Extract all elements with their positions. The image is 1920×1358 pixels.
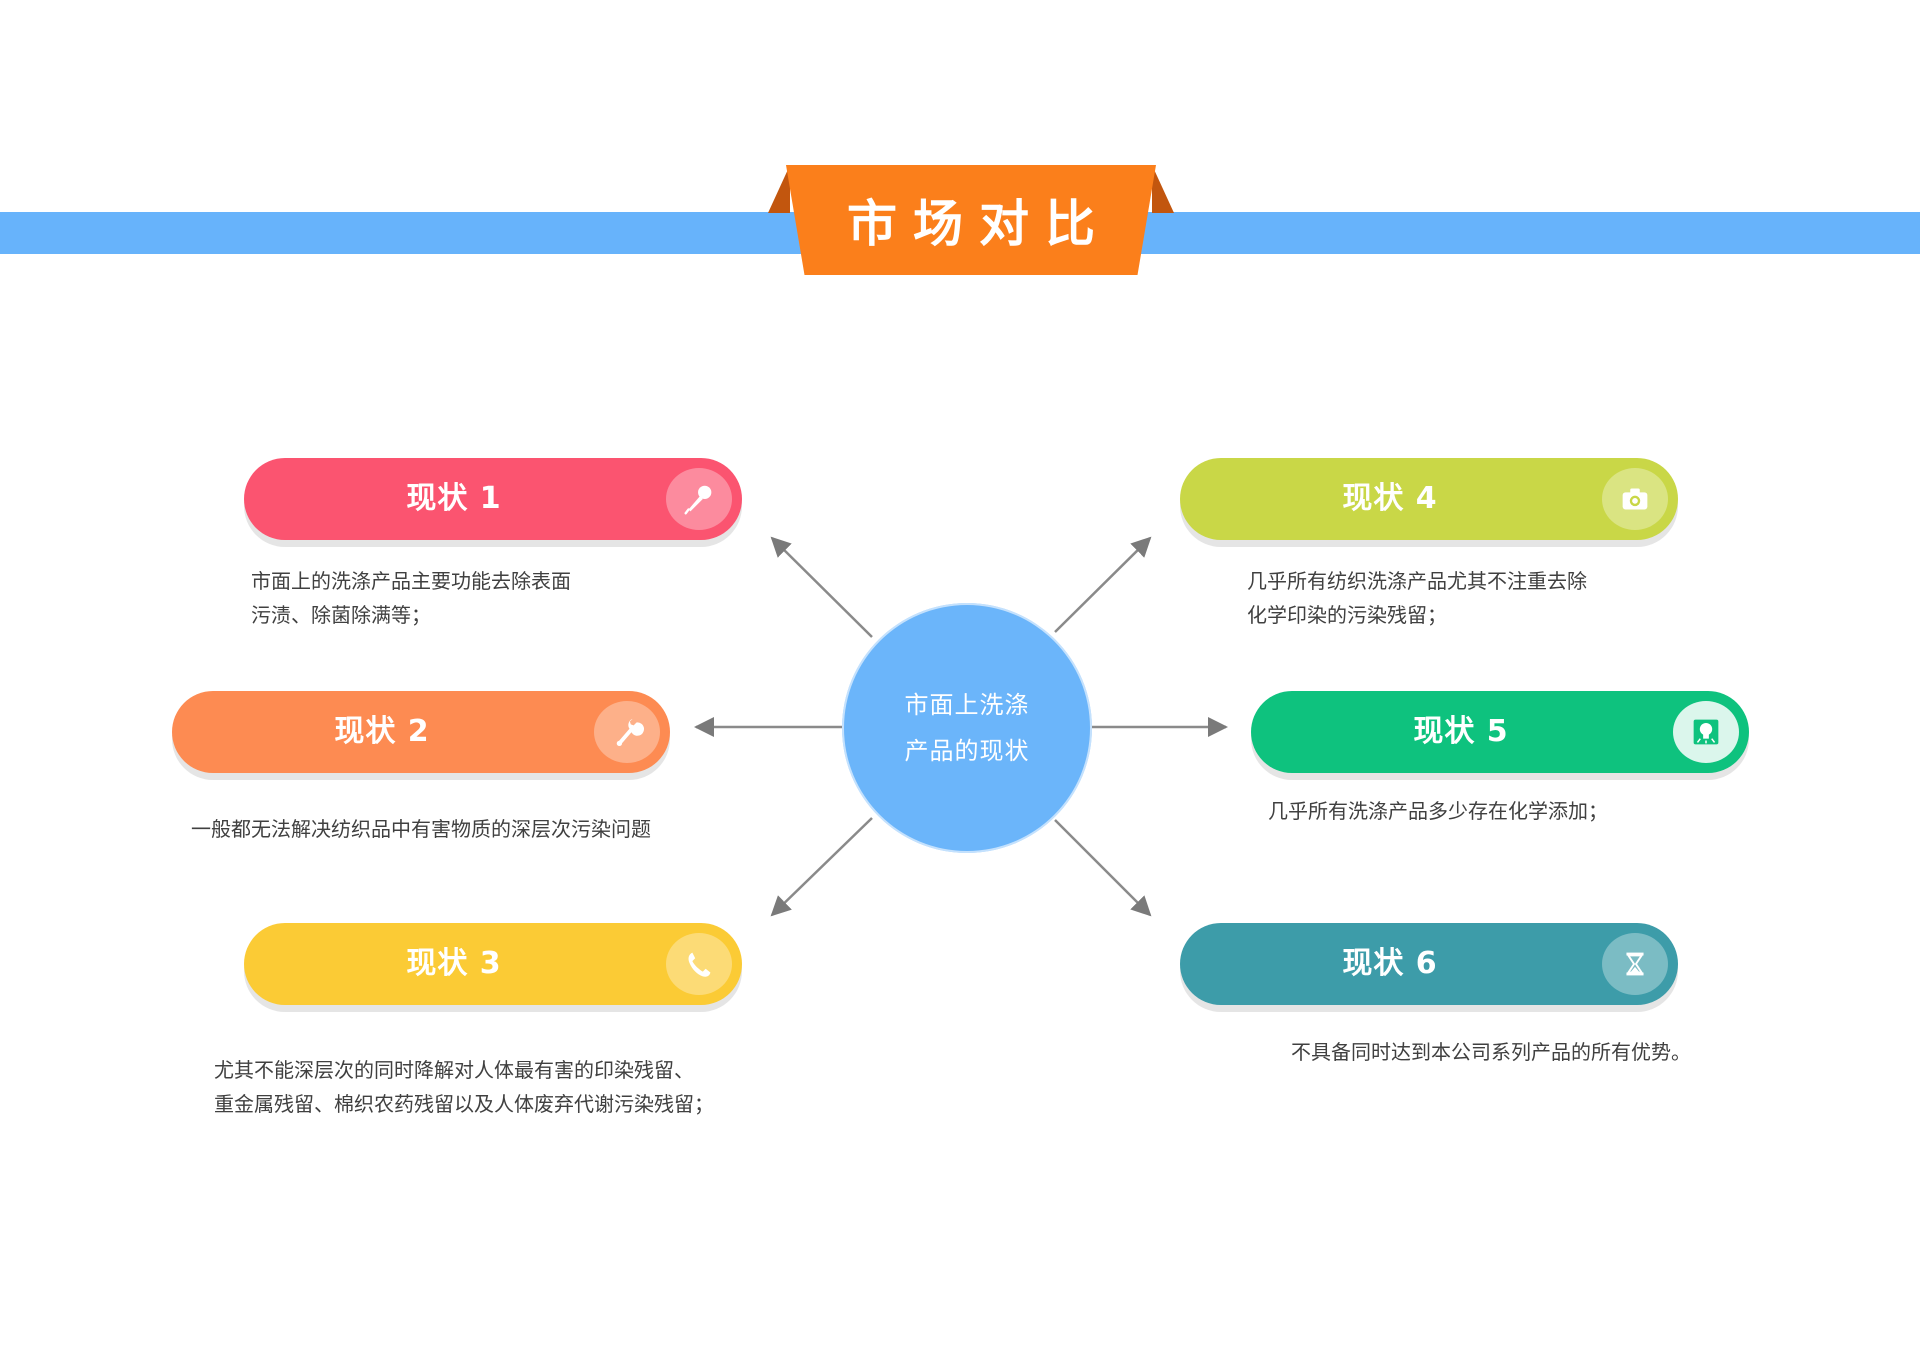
wrench-icon bbox=[594, 701, 660, 763]
status-pill-3: 现状 3 bbox=[244, 923, 742, 1005]
status-description-3-line-1: 尤其不能深层次的同时降解对人体最有害的印染残留、 bbox=[214, 1058, 694, 1082]
lightbulb-icon bbox=[1673, 701, 1739, 763]
status-description-1-line-2: 污渍、除菌除满等； bbox=[251, 603, 431, 627]
status-pill-2: 现状 2 bbox=[172, 691, 670, 773]
status-description-5: 几乎所有洗涤产品多少存在化学添加； bbox=[1268, 794, 1608, 828]
status-description-2: 一般都无法解决纺织品中有害物质的深层次污染问题 bbox=[191, 812, 651, 846]
microphone-icon bbox=[666, 468, 732, 530]
status-description-5-line-1: 几乎所有洗涤产品多少存在化学添加； bbox=[1268, 799, 1608, 823]
ribbon-fold-left bbox=[768, 165, 790, 213]
hourglass-icon bbox=[1602, 933, 1668, 995]
camera-icon bbox=[1602, 468, 1668, 530]
status-description-4-line-1: 几乎所有纺织洗涤产品尤其不注重去除 bbox=[1247, 569, 1587, 593]
center-text-line-2: 产品的现状 bbox=[904, 737, 1030, 765]
title-ribbon: 市场对比 bbox=[786, 165, 1156, 275]
status-description-3-line-2: 重金属残留、棉织农药残留以及人体废弃代谢污染残留； bbox=[214, 1092, 714, 1116]
status-label-5: 现状 5 bbox=[1413, 714, 1509, 749]
status-description-4: 几乎所有纺织洗涤产品尤其不注重去除 化学印染的污染残留； bbox=[1247, 564, 1587, 632]
status-description-1: 市面上的洗涤产品主要功能去除表面 污渍、除菌除满等； bbox=[251, 564, 571, 632]
arrow-to-item-3 bbox=[770, 817, 873, 917]
ribbon-fold-right bbox=[1152, 165, 1174, 213]
status-label-1: 现状 1 bbox=[406, 481, 502, 516]
status-pill-6: 现状 6 bbox=[1180, 923, 1678, 1005]
page-title: 市场对比 bbox=[847, 195, 1111, 253]
status-label-3: 现状 3 bbox=[406, 946, 502, 981]
status-label-6: 现状 6 bbox=[1342, 946, 1438, 981]
phone-icon bbox=[666, 933, 732, 995]
center-circle: 市面上洗涤 产品的现状 bbox=[842, 603, 1092, 853]
status-label-2: 现状 2 bbox=[334, 714, 430, 749]
status-description-2-line-1: 一般都无法解决纺织品中有害物质的深层次污染问题 bbox=[191, 817, 651, 841]
center-text-line-1: 市面上洗涤 bbox=[904, 691, 1030, 719]
status-description-4-line-2: 化学印染的污染残留； bbox=[1247, 603, 1447, 627]
status-description-1-line-1: 市面上的洗涤产品主要功能去除表面 bbox=[251, 569, 571, 593]
status-pill-5: 现状 5 bbox=[1251, 691, 1749, 773]
status-description-6: 不具备同时达到本公司系列产品的所有优势。 bbox=[1291, 1035, 1691, 1069]
status-description-6-line-1: 不具备同时达到本公司系列产品的所有优势。 bbox=[1291, 1040, 1691, 1064]
status-description-3: 尤其不能深层次的同时降解对人体最有害的印染残留、 重金属残留、棉织农药残留以及人… bbox=[214, 1053, 714, 1121]
arrow-to-item-6 bbox=[1054, 819, 1152, 917]
arrow-to-item-1 bbox=[770, 536, 873, 638]
status-pill-4: 现状 4 bbox=[1180, 458, 1678, 540]
status-pill-1: 现状 1 bbox=[244, 458, 742, 540]
status-label-4: 现状 4 bbox=[1342, 481, 1438, 516]
arrow-to-item-4 bbox=[1054, 536, 1152, 633]
